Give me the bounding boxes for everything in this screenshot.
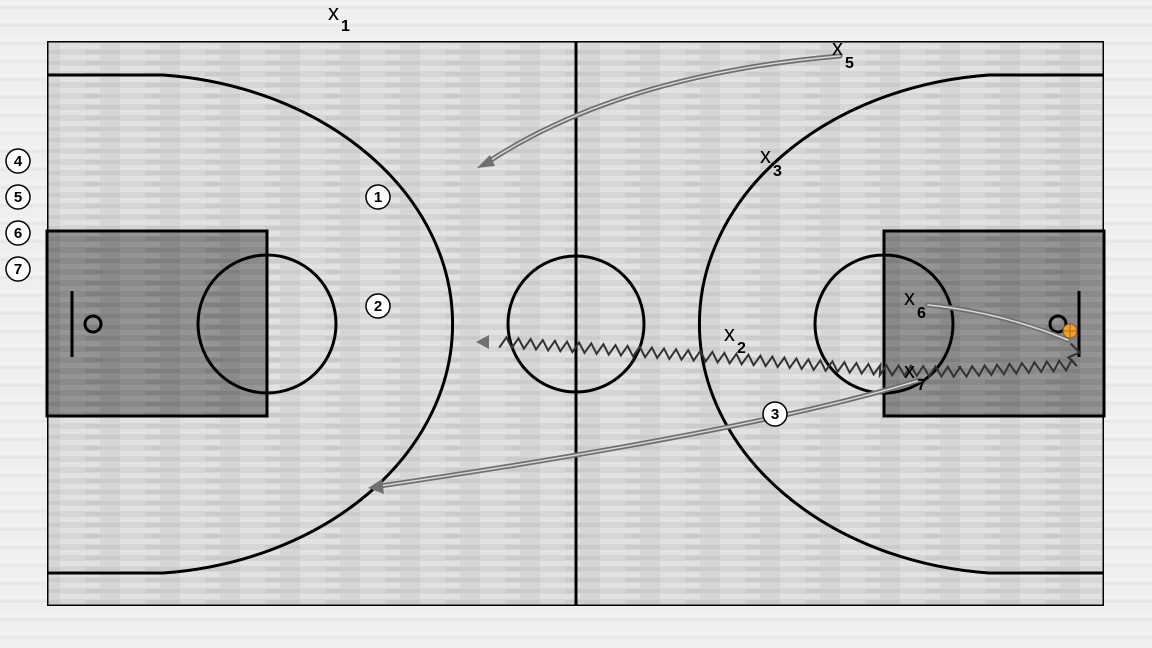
x5-run-arrowhead: [477, 155, 495, 168]
left-three-point-line: [47, 73, 455, 575]
bench-player-4: 4: [5, 148, 31, 174]
right-three-point-line: [697, 73, 1104, 575]
defender-x7: x 7: [904, 358, 926, 394]
offense-player-3: 3: [762, 401, 788, 427]
svg-text:5: 5: [14, 189, 22, 206]
svg-text:6: 6: [917, 305, 926, 322]
defender-x3: x 3: [760, 143, 782, 180]
defender-x6: x 6: [904, 285, 926, 322]
dribble-zigzag-path: [498, 335, 1082, 379]
offense-player-2: 2: [365, 293, 391, 319]
offense-player-1: 1: [365, 184, 391, 210]
svg-text:7: 7: [14, 261, 22, 278]
svg-text:x: x: [760, 143, 771, 168]
svg-text:x: x: [832, 35, 843, 60]
left-paint: [45, 229, 269, 418]
svg-text:3: 3: [771, 406, 779, 423]
dribble-arrowhead: [476, 335, 489, 349]
svg-text:2: 2: [374, 298, 382, 315]
p3-run-arrowhead: [368, 479, 384, 494]
svg-text:2: 2: [737, 340, 746, 357]
svg-text:4: 4: [14, 153, 23, 170]
svg-text:x: x: [904, 285, 915, 310]
bench-player-6: 6: [5, 220, 31, 246]
svg-text:x: x: [724, 321, 735, 346]
defender-x2: x 2: [724, 321, 746, 357]
basketball-icon: [1062, 323, 1078, 339]
svg-text:5: 5: [845, 55, 854, 72]
svg-text:1: 1: [374, 189, 382, 206]
svg-text:x: x: [328, 0, 339, 25]
svg-text:x: x: [904, 358, 915, 383]
defender-x1: x 1: [328, 0, 350, 35]
svg-text:3: 3: [773, 163, 782, 180]
svg-text:7: 7: [917, 377, 926, 394]
bench-player-5: 5: [5, 184, 31, 210]
left-free-throw-circle: [196, 253, 338, 395]
center-circle: [506, 254, 646, 394]
right-hoop-ring-icon: [1048, 314, 1068, 334]
svg-text:6: 6: [14, 225, 22, 242]
left-hoop-ring-icon: [83, 314, 103, 334]
defender-x5: x 5: [832, 35, 854, 72]
bench-player-7: 7: [5, 256, 31, 282]
svg-text:1: 1: [341, 18, 350, 35]
